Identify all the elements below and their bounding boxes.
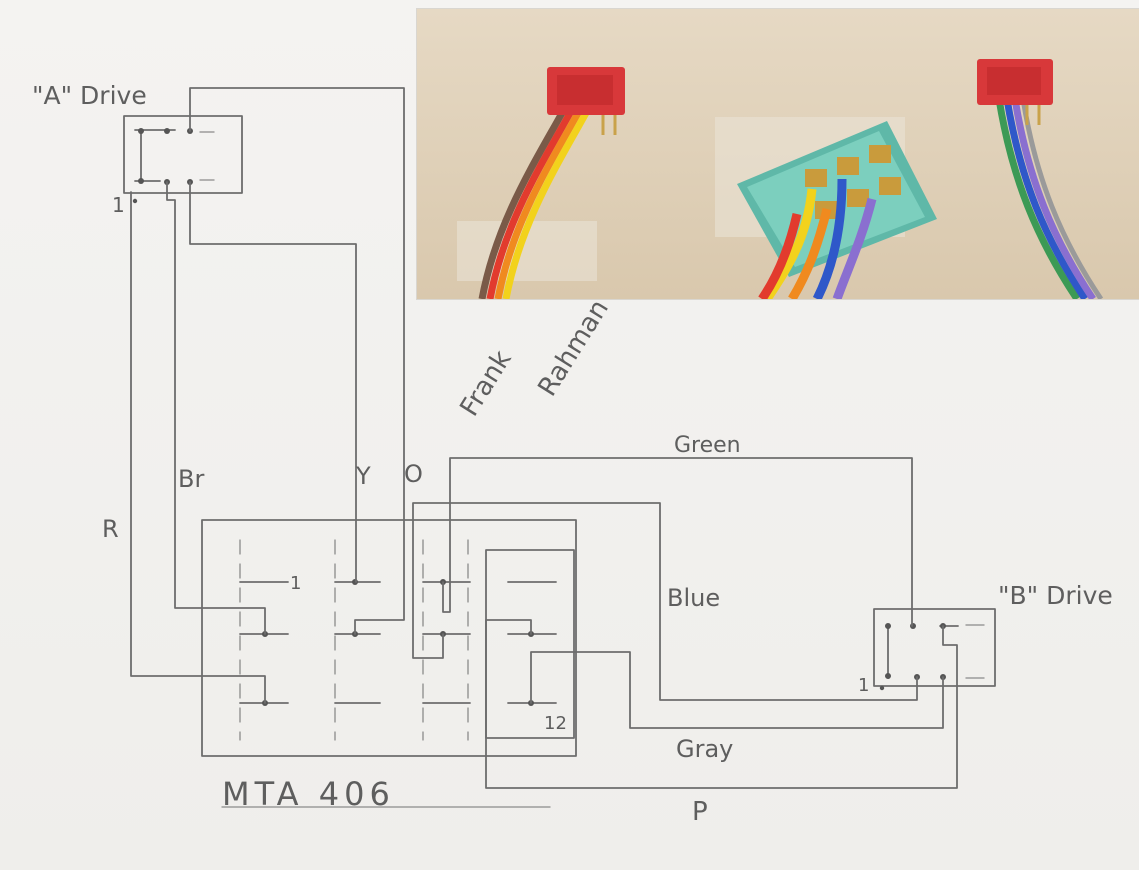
- a-drive-label: "A" Drive: [32, 81, 147, 110]
- wire-green: [442, 457, 913, 627]
- wire-label-red: R: [102, 515, 119, 543]
- wire-label-orange: O: [404, 460, 423, 488]
- mta-pin-twelve: 12: [544, 713, 567, 734]
- signature-first: Frank: [454, 345, 517, 421]
- connector-photo-illustration: [417, 9, 1139, 299]
- wire-yellow: [189, 181, 357, 583]
- wire-gray: [530, 651, 944, 729]
- mta-part-label: MTA 406: [222, 775, 395, 813]
- b-drive-pin-one: 1: [858, 675, 869, 696]
- left-red-connector: [478, 67, 625, 299]
- teal-mta-connector: [737, 121, 937, 299]
- a-drive-connector: [123, 115, 243, 204]
- wire-label-yellow: Y: [355, 462, 371, 490]
- connector-photo: [416, 8, 1139, 300]
- b-drive-label: "B" Drive: [998, 581, 1113, 610]
- right-red-connector: [977, 59, 1104, 299]
- wire-brown: [166, 181, 266, 635]
- wire-label-gray: Gray: [676, 735, 733, 763]
- wire-red: [130, 191, 266, 704]
- wire-label-purple: P: [692, 797, 708, 827]
- mta-pin-one: 1: [290, 573, 301, 594]
- wire-label-brown: Br: [178, 465, 204, 493]
- wire-orange: [189, 87, 405, 635]
- b-drive-connector: [873, 608, 996, 691]
- signature-last: Rahman: [532, 295, 614, 402]
- a-drive-pin-one: 1: [112, 193, 125, 217]
- wire-purple: [485, 619, 958, 789]
- wire-blue: [412, 502, 918, 701]
- mta406-connector: [201, 519, 577, 757]
- wire-label-green: Green: [674, 433, 741, 458]
- wire-label-blue: Blue: [667, 584, 720, 612]
